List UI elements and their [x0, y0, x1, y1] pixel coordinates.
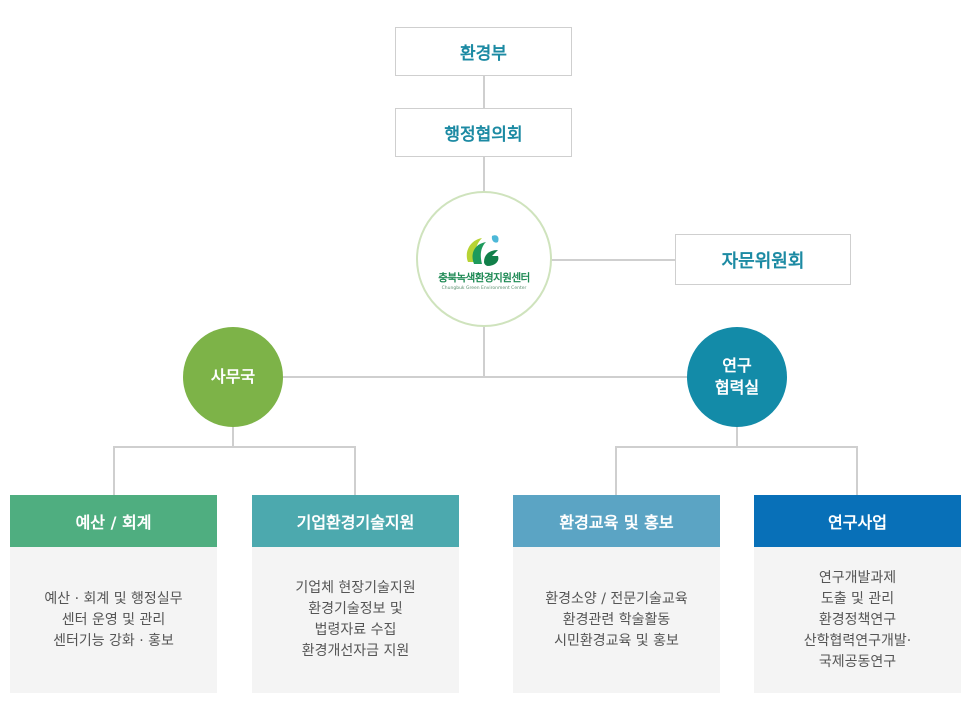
- card-body: 예산 · 회계 및 행정실무 센터 운영 및 관리 센터기능 강화 · 홍보: [10, 547, 217, 693]
- advisory-box: 자문위원회: [675, 234, 851, 285]
- card-body: 연구개발과제 도출 및 관리 환경정책연구 산학협력연구개발· 국제공동연구: [754, 547, 961, 693]
- ministry-label: 환경부: [460, 44, 507, 64]
- leaf-g-logo-icon: [466, 234, 499, 266]
- card-item: 기업체 현장기술지원: [295, 580, 416, 596]
- card-item: 센터 운영 및 관리: [61, 611, 166, 628]
- card-title: 환경교육 및 홍보: [559, 513, 674, 532]
- connector-departments: [283, 376, 687, 378]
- card-item: 산학협력연구개발·: [803, 632, 912, 649]
- center-name-en: Chungbuk Green Environment Center: [441, 285, 527, 291]
- connector-left-down: [232, 426, 234, 447]
- connector-center-down: [483, 326, 485, 377]
- card-item: 국제공동연구: [818, 653, 897, 670]
- card-header: 기업환경기술지원: [252, 495, 459, 547]
- card-corporate-tech-support: 기업환경기술지원 기업체 현장기술지원 환경기술정보 및 법령자료 수집 환경개…: [252, 495, 459, 693]
- card-budget-accounting: 예산 / 회계 예산 · 회계 및 행정실무 센터 운영 및 관리 센터기능 강…: [10, 495, 217, 693]
- dept-secretariat: 사무국: [183, 327, 283, 427]
- card-item: 예산 · 회계 및 행정실무: [44, 590, 183, 607]
- card-item: 환경소양 / 전문기술교육: [545, 590, 688, 607]
- card-item: 법령자료 수집: [314, 622, 397, 638]
- connector-left-branch: [113, 446, 356, 448]
- card-body: 환경소양 / 전문기술교육 환경관련 학술활동 시민환경교육 및 홍보: [513, 547, 720, 693]
- card-item: 환경정책연구: [818, 611, 897, 628]
- card-item: 도출 및 관리: [820, 590, 895, 607]
- connector-council-center: [483, 157, 485, 192]
- center-name-kr: 충북녹색환경지원센터: [438, 271, 530, 284]
- advisory-label: 자문위원회: [721, 250, 805, 272]
- card-header: 예산 / 회계: [10, 495, 217, 547]
- connector-right-branch: [615, 446, 858, 448]
- dept-research-label-line1: 연구: [722, 356, 752, 375]
- card-header: 연구사업: [754, 495, 961, 547]
- connector-ministry-council: [483, 76, 485, 108]
- connector-left-card2: [354, 446, 356, 495]
- connector-left-card1: [113, 446, 115, 495]
- dept-secretariat-label: 사무국: [210, 367, 256, 386]
- card-item: 환경기술정보 및: [308, 601, 403, 617]
- dept-research-cooperation: 연구 협력실: [687, 327, 787, 427]
- ministry-box: 환경부: [395, 27, 572, 76]
- card-item: 연구개발과제: [818, 569, 897, 586]
- card-title: 예산 / 회계: [75, 513, 152, 532]
- card-item: 시민환경교육 및 홍보: [554, 632, 679, 649]
- card-env-education-pr: 환경교육 및 홍보 환경소양 / 전문기술교육 환경관련 학술활동 시민환경교육…: [513, 495, 720, 693]
- council-label: 행정협의회: [444, 125, 523, 145]
- council-box: 행정협의회: [395, 108, 572, 157]
- connector-right-card3: [615, 446, 617, 495]
- card-header: 환경교육 및 홍보: [513, 495, 720, 547]
- card-title: 연구사업: [828, 513, 887, 532]
- connector-right-card4: [856, 446, 858, 495]
- connector-right-down: [736, 426, 738, 447]
- card-item: 환경개선자금 지원: [301, 643, 410, 659]
- center-logo-circle: 충북녹색환경지원센터 Chungbuk Green Environment Ce…: [416, 191, 552, 327]
- card-item: 센터기능 강화 · 홍보: [53, 632, 174, 649]
- card-title: 기업환경기술지원: [296, 513, 415, 532]
- connector-center-advisory: [551, 259, 675, 261]
- card-item: 환경관련 학술활동: [562, 611, 671, 628]
- card-research-projects: 연구사업 연구개발과제 도출 및 관리 환경정책연구 산학협력연구개발· 국제공…: [754, 495, 961, 693]
- dept-research-label-line2: 협력실: [714, 378, 760, 397]
- card-body: 기업체 현장기술지원 환경기술정보 및 법령자료 수집 환경개선자금 지원: [252, 547, 459, 693]
